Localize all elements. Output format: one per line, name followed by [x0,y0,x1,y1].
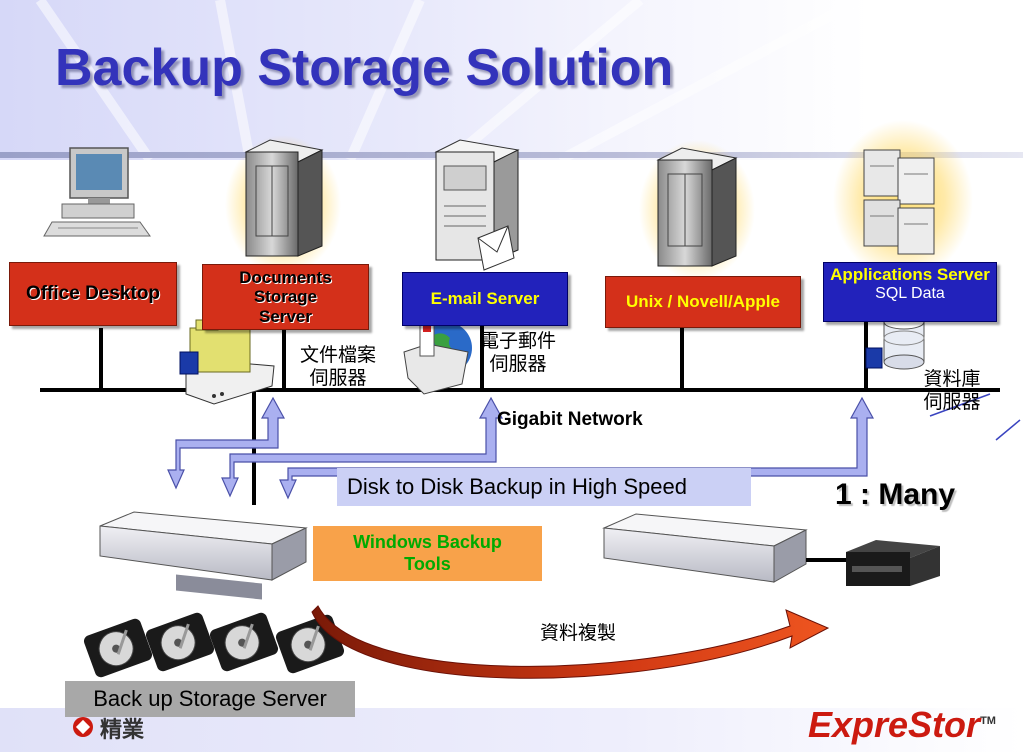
speed-label-box: Disk to Disk Backup in High Speed [337,468,751,506]
backup-rack-server-icon [99,511,308,600]
documents-server-text: Documents Storage Server [239,267,332,326]
mail-tray-globe-icon [403,321,472,395]
office-desktop-label: Office Desktop [9,262,177,326]
office-desktop-text: Office Desktop [25,283,161,305]
windows-backup-tools-text: Windows Backup Tools [353,531,502,574]
hard-disk-icon [275,614,345,674]
hard-disk-icon [209,612,279,672]
email-server-label: E-mail Server [402,272,568,326]
exprestor-logo-text: ExpreStor [808,704,981,745]
gigabit-network-label: Gigabit Network [497,409,643,430]
envelope-icon [477,225,515,271]
slide-title: Backup Storage Solution [55,39,674,97]
target-rack-server-icon [602,513,808,583]
db-server-chinese-label: 資料庫 伺服器 [923,368,981,413]
hard-disk-icons [83,612,345,678]
hard-disk-icon [145,612,215,672]
email-server-text: E-mail Server [430,289,540,309]
unix-server-text: Unix / Novell/Apple [626,292,780,312]
company-name: 精業 [100,718,145,743]
unix-server-icon [656,147,738,267]
database-icon [865,314,925,370]
tape-drive-icon [846,540,940,586]
replication-label: 資料複製 [539,622,616,644]
header-background [0,0,1023,160]
file-server-chinese-label: 文件檔案 伺服器 [299,344,376,389]
unix-server-label: Unix / Novell/Apple [605,276,801,328]
trademark-symbol: TM [980,715,996,727]
backup-storage-server-label: Back up Storage Server [65,681,355,717]
desktop-computer-icon [43,147,151,237]
company-logo: 精業 [72,712,144,744]
applications-server-text: Applications Server [830,265,990,284]
applications-server-cluster-icon [863,149,935,255]
email-server-icon [434,139,520,271]
windows-backup-tools-box: Windows Backup Tools [313,526,542,581]
exprestor-logo: ExpreStorTM [808,704,996,746]
mail-server-chinese-label: 電子郵件 伺服器 [479,330,556,375]
documents-server-icon [244,139,324,257]
shared-folder-icon [179,319,275,405]
applications-server-label: Applications Server SQL Data [823,262,997,322]
hard-disk-icon [83,618,153,678]
ratio-label: 1 : Many [835,478,956,511]
company-logo-icon [73,717,93,737]
replication-arrow [311,605,830,679]
documents-server-label: Documents Storage Server [202,264,369,330]
decorative-lines [929,393,1021,441]
header-rays-decoration [35,0,863,160]
sql-data-text: SQL Data [875,284,945,302]
